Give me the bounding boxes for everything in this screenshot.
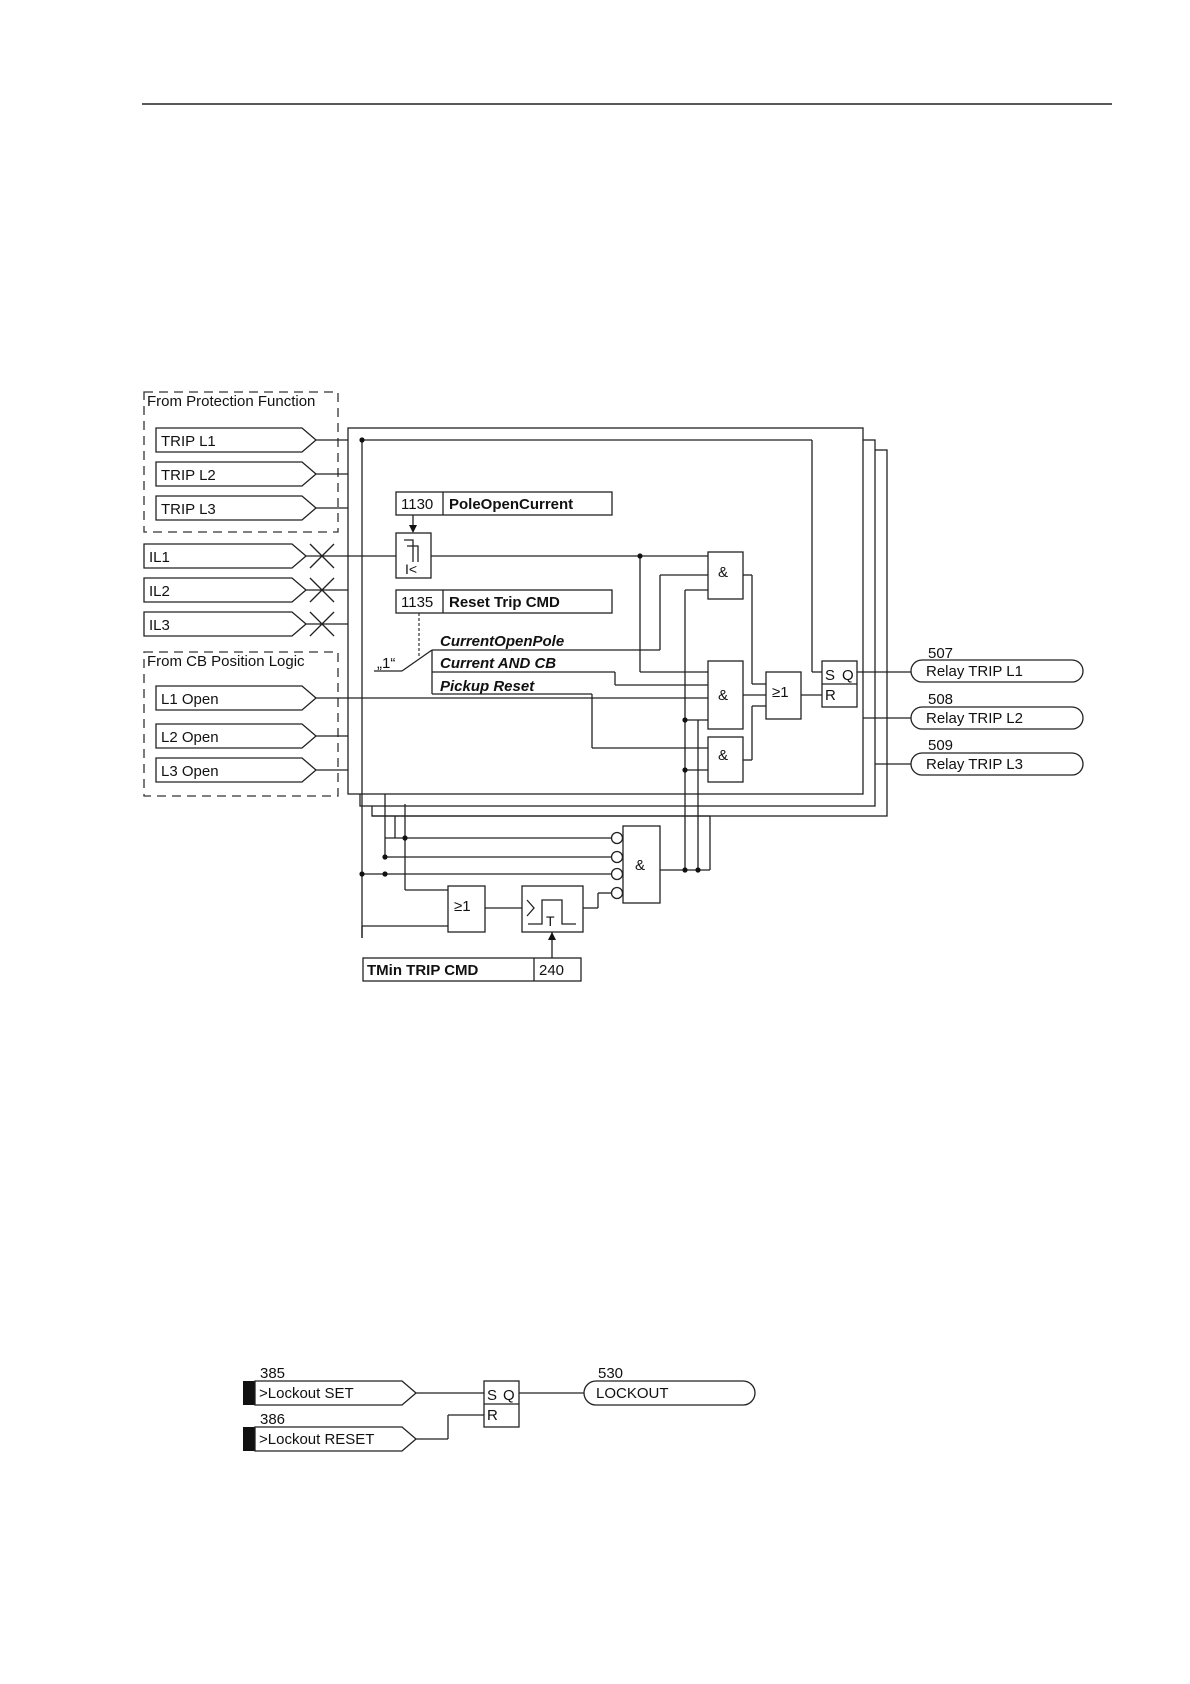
option-pickup-reset: Pickup Reset: [440, 678, 535, 695]
lockout-set-label: >Lockout SET: [259, 1385, 354, 1402]
cross-marks: [309, 543, 335, 637]
trip-l1-input: [155, 427, 317, 453]
lower-or-gate: [447, 885, 486, 933]
param-1135-name: Reset Trip CMD: [449, 594, 560, 611]
threshold-label: I<: [405, 561, 417, 577]
output-relay-trip-l1-label: Relay TRIP L1: [926, 663, 1023, 680]
trip-l1-label: TRIP L1: [161, 433, 216, 450]
lockout-output: [583, 1380, 756, 1406]
param-1130-code: 1130: [401, 496, 433, 513]
output-509-number: 509: [928, 737, 953, 754]
input-385-marker: [243, 1381, 255, 1405]
invert-bubble-4: [610, 886, 624, 900]
l3-open-label: L3 Open: [161, 763, 219, 780]
il3-input: [143, 611, 307, 637]
output-relay-trip-l1: [910, 659, 1084, 683]
l1-open-input: [155, 685, 317, 711]
il3-label: IL3: [149, 617, 170, 634]
lockout-output-label: LOCKOUT: [596, 1385, 669, 1402]
il1-input: [143, 543, 307, 569]
l3-open-input: [155, 757, 317, 783]
lower-wiring: [361, 720, 711, 938]
l1-open-label: L1 Open: [161, 691, 219, 708]
or-gate-symbol: ≥1: [772, 684, 789, 701]
param-240-code: 240: [539, 962, 564, 979]
and-gate-2: [707, 660, 744, 730]
and-gate-1-symbol: &: [718, 564, 728, 581]
output-508-number: 508: [928, 691, 953, 708]
input-385-number: 385: [260, 1365, 285, 1382]
invert-bubble-3: [610, 867, 624, 881]
output-relay-trip-l3-label: Relay TRIP L3: [926, 756, 1023, 773]
il1-label: IL1: [149, 549, 170, 566]
protection-group-frame: [143, 391, 339, 533]
output-relay-trip-l2-label: Relay TRIP L2: [926, 710, 1023, 727]
arrow-down-icon: [409, 525, 417, 533]
and-gate-2-symbol: &: [718, 687, 728, 704]
param-1135-box: [395, 589, 613, 614]
option-current-and-cb: Current AND CB: [440, 655, 556, 672]
trip-logic-diagram: From Protection Function From CB Positio…: [143, 391, 1084, 982]
and-gate-3-symbol: &: [718, 747, 728, 764]
param-1130-name: PoleOpenCurrent: [449, 496, 573, 513]
lockout-diagram: 385 >Lockout SET 386 >Lockout RESET S Q …: [243, 1365, 756, 1452]
ff-s: S: [825, 667, 835, 684]
lockout-ff-s: S: [487, 1387, 497, 1404]
cb-group-frame: [143, 651, 339, 797]
trip-l2-input: [155, 461, 317, 487]
input-stub-wires: [306, 439, 348, 771]
output-relay-trip-l3: [910, 752, 1084, 776]
l2-open-label: L2 Open: [161, 729, 219, 746]
trip-l2-label: TRIP L2: [161, 467, 216, 484]
il2-input: [143, 577, 307, 603]
lower-and-gate-symbol: &: [635, 857, 645, 874]
lockout-reset-input: [254, 1426, 417, 1452]
trip-l3-input: [155, 495, 317, 521]
lockout-ff-q: Q: [503, 1387, 515, 1404]
internal-wiring: [348, 439, 912, 938]
invert-bubble-2: [610, 850, 624, 864]
lockout-ff-r: R: [487, 1407, 498, 1424]
ff-q: Q: [842, 667, 854, 684]
cb-group-label: From CB Position Logic: [147, 653, 305, 670]
option-current-open-pole: CurrentOpenPole: [440, 633, 564, 650]
and-gate-3: [707, 736, 744, 783]
param-1135-code: 1135: [401, 594, 433, 611]
lockout-set-input: [254, 1380, 417, 1406]
switch-label: „1“: [377, 655, 395, 672]
lower-and-gate: [622, 825, 661, 904]
l2-open-input: [155, 723, 317, 749]
output-relay-trip-l2: [910, 706, 1084, 730]
invert-bubble-1: [610, 831, 624, 845]
or-gate: [765, 671, 802, 720]
input-386-number: 386: [260, 1411, 285, 1428]
param-1130-box: [395, 491, 613, 516]
arrow-up-icon: [548, 932, 556, 940]
output-530-number: 530: [598, 1365, 623, 1382]
protection-group-label: From Protection Function: [147, 393, 315, 410]
lockout-reset-label: >Lockout RESET: [259, 1431, 374, 1448]
timer-symbol: T: [546, 913, 555, 929]
param-240-box: [362, 957, 582, 982]
and-gate-1: [707, 551, 744, 600]
output-507-number: 507: [928, 645, 953, 662]
param-240-name: TMin TRIP CMD: [367, 962, 479, 979]
input-386-marker: [243, 1427, 255, 1451]
il2-label: IL2: [149, 583, 170, 600]
lower-or-gate-symbol: ≥1: [454, 898, 471, 915]
trip-l3-label: TRIP L3: [161, 501, 216, 518]
ff-r: R: [825, 687, 836, 704]
